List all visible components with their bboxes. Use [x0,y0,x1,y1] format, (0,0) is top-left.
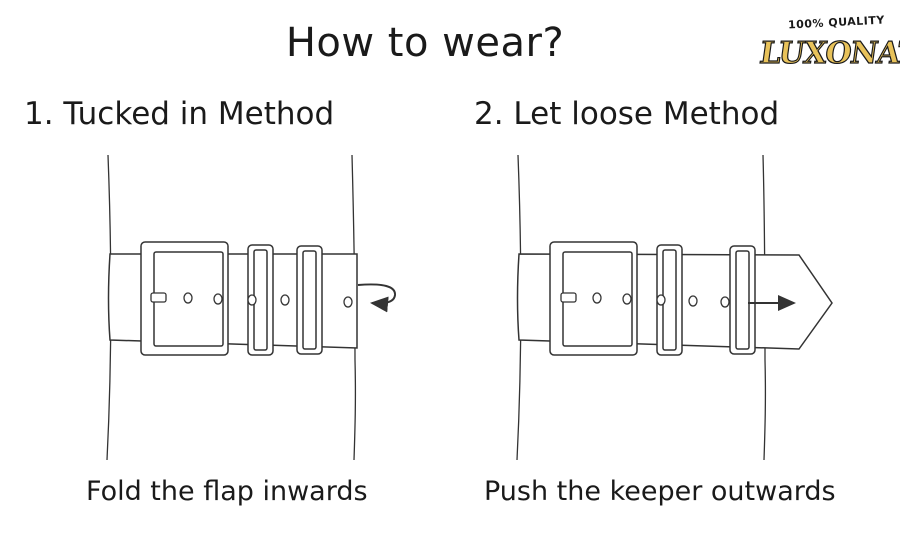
method-2-heading: 2. Let loose Method [474,96,780,132]
page-title: How to wear? [285,20,565,66]
strap-holes-right [560,292,730,308]
fold-arrow-icon [357,283,396,313]
strap-tucked [107,241,358,356]
method-2-caption: Push the keeper outwards [484,476,836,507]
method-1-heading: 1. Tucked in Method [24,96,335,132]
strap-loose [516,241,833,356]
strap-holes-left [150,292,353,308]
method-1-caption: Fold the flap inwards [86,476,368,507]
